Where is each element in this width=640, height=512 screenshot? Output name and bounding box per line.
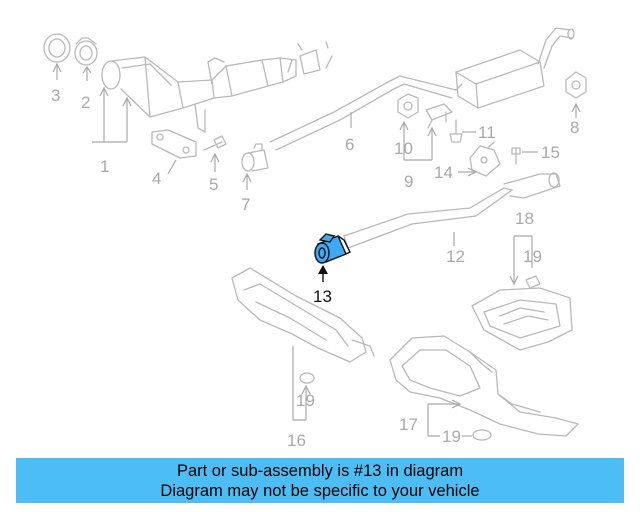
- callout-15[interactable]: 15: [541, 143, 560, 162]
- callout-8[interactable]: 8: [570, 118, 579, 137]
- exhaust-parts-diagram: 3 2 1 4 5: [43, 27, 587, 450]
- callout-9[interactable]: 9: [404, 172, 413, 191]
- bolt-part-11[interactable]: [449, 119, 463, 143]
- callout-10[interactable]: 10: [394, 139, 413, 158]
- clip-part-19-bottom[interactable]: [472, 429, 492, 441]
- callout-11[interactable]: 11: [478, 123, 496, 142]
- callout-4[interactable]: 4: [152, 169, 161, 188]
- bracket-part-9[interactable]: [425, 103, 453, 129]
- callout-19-bottom[interactable]: 19: [442, 427, 461, 446]
- callout-3[interactable]: 3: [51, 86, 60, 105]
- callout-19-left[interactable]: 19: [296, 391, 315, 410]
- callout-18[interactable]: 18: [515, 209, 534, 228]
- rubber-mount-part-8[interactable]: [565, 71, 587, 99]
- callout-2[interactable]: 2: [81, 93, 90, 112]
- clamp-part-13-highlighted[interactable]: [314, 233, 351, 264]
- rear-pipe-part-12[interactable]: [343, 172, 561, 249]
- callout-7[interactable]: 7: [241, 195, 250, 214]
- banner-line-1: Part or sub-assembly is #13 in diagram: [176, 462, 464, 480]
- callout-13[interactable]: 13: [313, 287, 332, 306]
- rear-muffler-part[interactable]: [455, 27, 575, 109]
- callout-5[interactable]: 5: [209, 175, 218, 194]
- bolt-part-15[interactable]: [511, 147, 521, 165]
- clamp-sleeve-part-7[interactable]: [241, 143, 269, 172]
- front-heat-shield-part-16[interactable]: [231, 267, 375, 363]
- hanger-part-10[interactable]: [397, 93, 419, 119]
- callout-19-right[interactable]: 19: [523, 247, 542, 266]
- callout-12[interactable]: 12: [446, 247, 465, 266]
- gasket-ring-part[interactable]: [43, 33, 71, 63]
- clip-part-19-right[interactable]: [525, 275, 541, 289]
- bolt-part-5[interactable]: [203, 135, 227, 151]
- clip-part-19-left[interactable]: [299, 372, 315, 384]
- clamp-part[interactable]: [74, 37, 98, 66]
- catalytic-converter-part[interactable]: [101, 56, 297, 133]
- banner-line-2: Diagram may not be specific to your vehi…: [160, 482, 480, 500]
- callout-14[interactable]: 14: [434, 163, 453, 182]
- callout-1[interactable]: 1: [100, 157, 109, 176]
- rear-heat-shield-part-18[interactable]: [471, 287, 573, 351]
- callout-6[interactable]: 6: [345, 135, 354, 154]
- intermediate-pipe-part[interactable]: [269, 41, 463, 151]
- callout-16[interactable]: 16: [287, 431, 306, 450]
- underbody-heat-shield-part-17[interactable]: [389, 335, 579, 437]
- bracket-part[interactable]: [151, 129, 197, 159]
- info-banner: Part or sub-assembly is #13 in diagram D…: [16, 458, 624, 503]
- callout-17[interactable]: 17: [399, 415, 418, 434]
